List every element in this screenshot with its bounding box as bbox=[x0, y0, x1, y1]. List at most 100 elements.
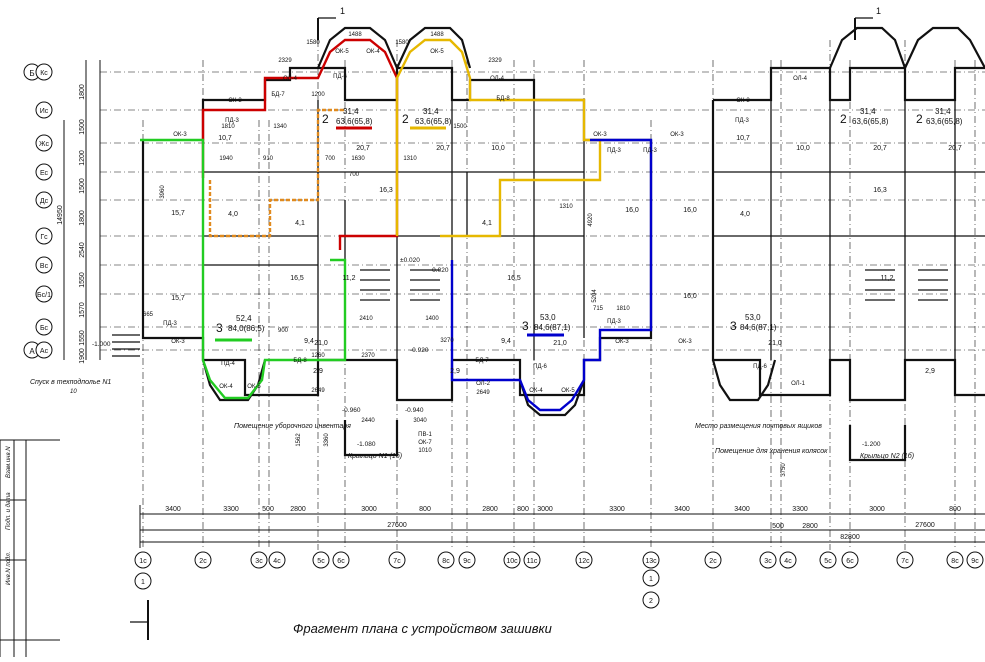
small-dimension: 3750 bbox=[781, 463, 787, 477]
window-mark: ОК-3 bbox=[593, 132, 607, 138]
bottom-dimension: 2800 bbox=[290, 506, 306, 513]
block-circle-label: 2 bbox=[649, 598, 653, 605]
window-mark: ОК-3 bbox=[736, 98, 750, 104]
room-area: 16,5 bbox=[507, 275, 521, 282]
window-mark: ОК-4 bbox=[219, 384, 233, 390]
small-dimension: 1580 bbox=[306, 40, 320, 46]
bottom-dimension: 2800 bbox=[482, 506, 498, 513]
room-area: 21,0 bbox=[768, 340, 782, 347]
bottom-dimension: 3300 bbox=[792, 506, 808, 513]
apartment-rooms: 3 bbox=[216, 321, 223, 335]
total-dimension: 27600 bbox=[915, 522, 935, 529]
room-area: 2,9 bbox=[925, 368, 935, 375]
level-mark: -1.200 bbox=[862, 441, 881, 448]
balcony-door-mark: БД-8 bbox=[293, 358, 307, 364]
col-axis-label: 13с bbox=[645, 558, 657, 565]
small-dimension: 2329 bbox=[278, 58, 292, 64]
room-area: 16,0 bbox=[683, 293, 697, 300]
small-dimension: 910 bbox=[263, 156, 274, 162]
col-axis-label: 4с bbox=[273, 558, 281, 565]
room-area: 20,7 bbox=[873, 145, 887, 152]
annotation-stroller-room: Помещение для хранения колясок bbox=[715, 447, 828, 455]
room-area: 20,7 bbox=[436, 145, 450, 152]
small-dimension: 2440 bbox=[361, 418, 375, 424]
window-mark: ОК-3 bbox=[615, 339, 629, 345]
col-axis-label: 11с bbox=[527, 558, 538, 565]
small-dimension: 2649 bbox=[311, 388, 325, 394]
row-axis-label: Дс bbox=[40, 198, 49, 205]
level-mark: -1.080 bbox=[357, 441, 376, 448]
col-axis-label: 3с bbox=[255, 558, 263, 565]
small-dimension: 3270 bbox=[440, 338, 454, 344]
apartment-rooms: 2 bbox=[402, 112, 409, 126]
row-dimension: 1800 bbox=[79, 210, 86, 226]
small-dimension: 1630 bbox=[351, 156, 365, 162]
apartment-total: 63,6(65,8) bbox=[926, 117, 963, 126]
orange-apartment-boundary bbox=[208, 108, 345, 238]
bottom-dimension: 500 bbox=[772, 523, 784, 530]
level-mark: -1.000 bbox=[92, 341, 111, 348]
small-dimension: 1810 bbox=[616, 306, 630, 312]
row-dimension: 1800 bbox=[79, 84, 86, 100]
annotation-basement-descent: Спуск в техподполье N1 bbox=[30, 378, 111, 386]
small-dimension: 2370 bbox=[361, 353, 375, 359]
red-apartment-boundary bbox=[201, 38, 399, 250]
small-dimension: 1500 bbox=[453, 124, 467, 130]
window-mark: ОЛ-4 bbox=[490, 76, 505, 82]
col-axis-label: 2с bbox=[199, 558, 207, 565]
col-axis-label: 4с bbox=[784, 558, 792, 565]
window-mark: ОК-5 bbox=[335, 49, 349, 55]
window-mark: ОК-4 bbox=[529, 388, 543, 394]
apartment-rooms: 2 bbox=[322, 112, 329, 126]
room-area: 20,7 bbox=[948, 145, 962, 152]
small-dimension: 1562 bbox=[296, 433, 302, 447]
small-dimension: 715 bbox=[593, 306, 604, 312]
room-area: 2,9 bbox=[450, 368, 460, 375]
room-area: 10,7 bbox=[218, 135, 232, 142]
bottom-dimension: 3000 bbox=[869, 506, 885, 513]
col-axis-label: 1с bbox=[139, 558, 147, 565]
row-axis-label: Ас bbox=[40, 348, 49, 355]
col-axis-label: 6с bbox=[846, 558, 854, 565]
apartment-area: 53,0 bbox=[745, 313, 761, 322]
row-dimension: 1550 bbox=[79, 272, 86, 288]
level-mark: -0.020 bbox=[430, 267, 449, 274]
apartment-total: 63,6(65,8) bbox=[852, 117, 889, 126]
small-dimension: 1810 bbox=[221, 124, 235, 130]
window-mark: ОК-3 bbox=[228, 98, 242, 104]
annotation-mailboxes: Место размещения почтовых ящиков bbox=[695, 423, 822, 430]
window-mark: ПВ-1 bbox=[418, 432, 432, 438]
apartment-rooms: 2 bbox=[916, 112, 923, 126]
yellow-apartment-boundary bbox=[395, 38, 602, 238]
room-area: 11,2 bbox=[342, 275, 355, 282]
annotation-porch-1: Крыльцо N1 (1б) bbox=[348, 452, 402, 460]
level-mark: ±0.020 bbox=[400, 257, 420, 264]
bottom-dimension: 800 bbox=[517, 506, 529, 513]
row-dimension: 1500 bbox=[79, 119, 86, 135]
apartment-area: 31,4 bbox=[860, 107, 876, 116]
bottom-dimension: 3400 bbox=[674, 506, 690, 513]
drawing-title: Фрагмент плана с устройством зашивки bbox=[293, 621, 552, 636]
col-axis-label: 9с bbox=[463, 558, 471, 565]
room-area: 10,0 bbox=[796, 145, 810, 152]
level-mark: -0.920 bbox=[410, 347, 429, 354]
small-dimension: 1340 bbox=[273, 124, 287, 130]
window-mark: ОК-3 bbox=[171, 339, 185, 345]
room-area: 4,0 bbox=[228, 211, 238, 218]
door-mark: ПД-6 bbox=[333, 74, 347, 80]
room-area: 16,0 bbox=[625, 207, 639, 214]
bottom-dimension: 500 bbox=[262, 506, 274, 513]
stamp-label: Подп. и дата bbox=[6, 492, 12, 530]
row-axis-label: Ис bbox=[40, 108, 49, 115]
room-area: 21,0 bbox=[553, 340, 567, 347]
small-dimension: 3040 bbox=[413, 418, 427, 424]
balcony-door-mark: БД-7 bbox=[475, 358, 489, 364]
total-dimension: 82800 bbox=[840, 534, 860, 541]
window-mark: ОК-3 bbox=[678, 339, 692, 345]
apartment-area: 53,0 bbox=[540, 313, 556, 322]
bottom-dimension: 3000 bbox=[361, 506, 377, 513]
col-axis-label: 8с bbox=[442, 558, 450, 565]
row-axis-label: Жс bbox=[39, 141, 49, 148]
window-mark: ОЛ-2 bbox=[476, 381, 491, 387]
